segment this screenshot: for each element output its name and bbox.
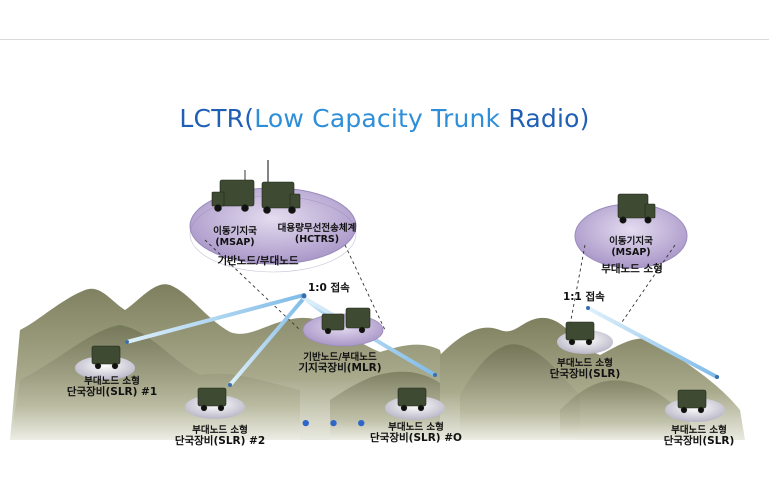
slr-node-1-label: 부대노드 소형 단국장비(SLR) #1 [52, 376, 172, 398]
hctrs-line2: (HCTRS) [294, 234, 340, 245]
title-part-1: LCTR( [179, 104, 255, 133]
slr-right-line2: 단국장비(SLR) [549, 368, 621, 380]
hctrs-line1: 대용량무선전송체계 [277, 223, 357, 234]
mlr-line1: 기반노드/부대노드 [303, 352, 377, 363]
left-platform-caption: 기반노드/부대노드 [217, 255, 299, 267]
truck-icon [91, 345, 121, 370]
slr-node-right-label: 부대노드 소형 단국장비(SLR) [530, 358, 640, 380]
slr-1-line1: 부대노드 소형 [84, 376, 140, 387]
slr-2-line1: 부대노드 소형 [192, 425, 248, 436]
right-msap-line2: (MSAP) [611, 247, 651, 258]
hctrs-label: 대용량무선전송체계 (HCTRS) [262, 223, 372, 245]
title-part-3: Radio) [500, 104, 590, 133]
right-msap-line1: 이동기지국 [609, 236, 653, 247]
top-divider [0, 39, 769, 40]
slr-o-line2: 단국장비(SLR) #O [370, 432, 462, 444]
slr-far-right-line2: 단국장비(SLR) [663, 435, 735, 447]
truck-icon [211, 160, 301, 214]
right-platform-caption: 부대노드 소형 [601, 263, 663, 275]
truck-icon [677, 389, 707, 414]
slr-node-o-label: 부대노드 소형 단국장비(SLR) #O [356, 422, 476, 444]
dashed-connectors [204, 239, 676, 331]
mlr-line2: 기지국장비(MLR) [298, 362, 382, 374]
left-msap-line2: (MSAP) [215, 237, 255, 248]
slr-2-line2: 단국장비(SLR) #2 [174, 435, 266, 447]
right-msap-label: 이동기지국 (MSAP) [595, 236, 667, 258]
link-label-1-1: 1:1 접속 [563, 291, 605, 303]
truck-icon [617, 193, 656, 224]
slr-o-line1: 부대노드 소형 [388, 422, 444, 433]
truck-icon [565, 321, 595, 346]
diagram-title: LCTR(Low Capacity Trunk Radio) [0, 104, 769, 133]
left-msap-line1: 이동기지국 [213, 226, 257, 237]
left-msap-label: 이동기지국 (MSAP) [203, 226, 267, 248]
link-label-1-0: 1:0 접속 [308, 282, 350, 294]
slr-node-far-right-label: 부대노드 소형 단국장비(SLR) [644, 425, 754, 447]
truck-icon [197, 387, 227, 412]
slr-node-2-label: 부대노드 소형 단국장비(SLR) #2 [160, 425, 280, 447]
slr-right-line1: 부대노드 소형 [557, 358, 613, 369]
truck-icon [321, 307, 371, 335]
link-endpoints [125, 293, 719, 387]
title-part-2: Low Capacity Trunk [254, 104, 501, 133]
slr-1-line2: 단국장비(SLR) #1 [66, 386, 158, 398]
mlr-label: 기반노드/부대노드 기지국장비(MLR) [282, 352, 398, 374]
ellipsis-indicator: • • • [300, 414, 373, 435]
truck-icon [397, 387, 427, 412]
slr-far-right-line1: 부대노드 소형 [671, 425, 727, 436]
